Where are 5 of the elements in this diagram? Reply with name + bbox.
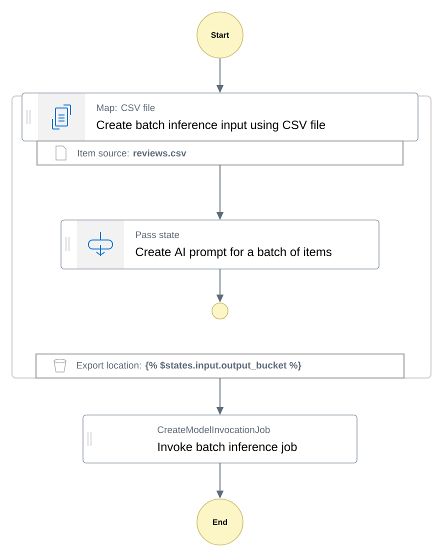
info-bar: Export location: {% $states.input.output_bucket %} [35,353,405,379]
state-box: CreateModelInvocationJob Invoke batch inference job [82,414,358,464]
info-bar: Item source: reviews.csv [36,140,404,166]
state-box: Pass state Create AI prompt for a batch of items [60,220,380,270]
end-marker-circle [212,302,228,320]
